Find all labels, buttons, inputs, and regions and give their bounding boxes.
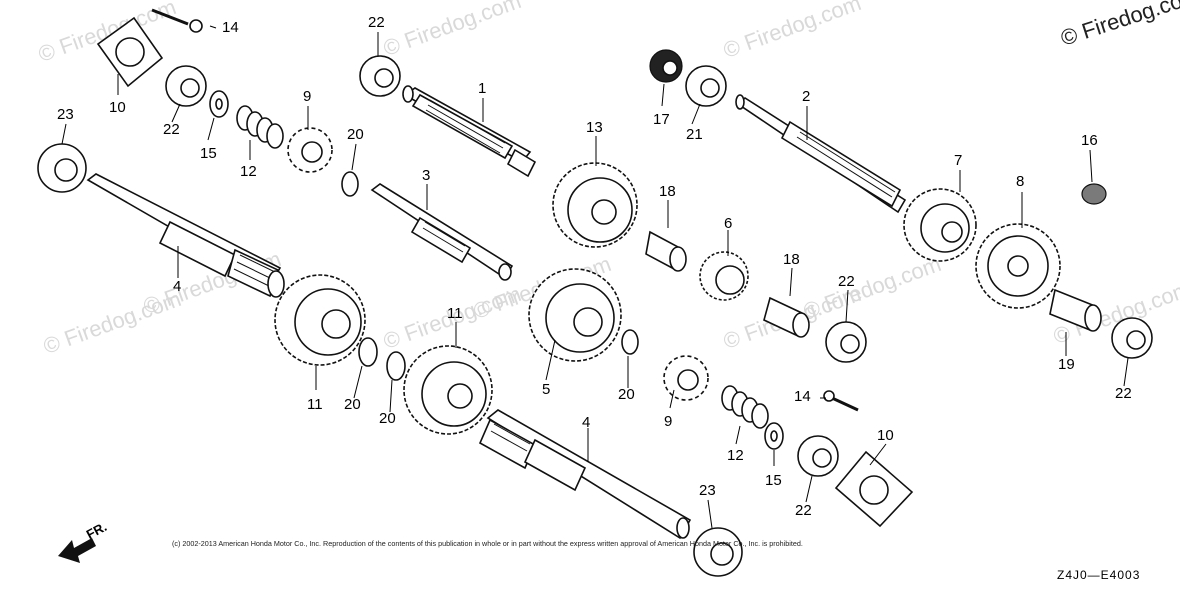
- callout-17: 17: [653, 111, 670, 128]
- bearing-part-21: [685, 65, 727, 107]
- collar-part-18-top: [645, 230, 687, 272]
- callout-18: 18: [659, 183, 676, 200]
- callout-21: 21: [686, 126, 703, 143]
- callout-1: 1: [478, 80, 487, 97]
- shaft-part-3: [370, 183, 514, 281]
- gear-part-6: [699, 251, 749, 301]
- bearing-part-17: [649, 49, 683, 83]
- shaft-part-2: [735, 94, 907, 214]
- callout-23: 23: [57, 106, 74, 123]
- callout-2: 2: [802, 88, 811, 105]
- circlip-part-20: [341, 171, 639, 381]
- callout-9: 9: [303, 88, 312, 105]
- callout-15: 15: [765, 472, 782, 489]
- callout-19: 19: [1058, 356, 1075, 373]
- callout-5: 5: [542, 381, 551, 398]
- callout-12: 12: [727, 447, 744, 464]
- shaft-part-4-left: [86, 173, 285, 298]
- callout-14: 14: [794, 388, 811, 405]
- callout-10: 10: [877, 427, 894, 444]
- gear-part-11-left: [274, 274, 366, 366]
- bushing-part-16: [1081, 183, 1107, 205]
- diagram-code: Z4J0—E4003: [1057, 568, 1141, 582]
- leader-lines: [61, 25, 1129, 529]
- callout-4: 4: [173, 278, 182, 295]
- clutch-part-9-top: [287, 127, 333, 173]
- gear-part-13: [552, 162, 638, 248]
- spring-part-12-left: [236, 105, 284, 149]
- washer-part-15-top: [209, 90, 229, 118]
- shaft-part-4-bottom: [478, 409, 692, 540]
- callout-22: 22: [1115, 385, 1132, 402]
- callout-13: 13: [586, 119, 603, 136]
- callout-11: 11: [447, 305, 463, 322]
- bearing-part-22-bottom: [797, 435, 839, 477]
- callout-22: 22: [795, 502, 812, 519]
- callout-14: 14: [222, 19, 239, 36]
- callout-22: 22: [368, 14, 385, 31]
- washer-part-15-bottom: [764, 422, 784, 450]
- bearing-part-23-bottom: [693, 527, 743, 577]
- callout-20: 20: [379, 410, 396, 427]
- callout-20: 20: [344, 396, 361, 413]
- shaft-part-1: [402, 85, 537, 178]
- housing-part-10-top: [96, 16, 164, 88]
- callout-22: 22: [838, 273, 855, 290]
- gear-part-5: [528, 268, 622, 362]
- callout-4: 4: [582, 414, 591, 431]
- callout-11: 11: [307, 396, 323, 413]
- callout-6: 6: [724, 215, 733, 232]
- callout-22: 22: [163, 121, 180, 138]
- callout-20: 20: [347, 126, 364, 143]
- bolt-part-14-top: [151, 8, 203, 33]
- spring-part-12-bottom: [721, 385, 769, 429]
- gear-part-8: [975, 223, 1061, 309]
- bearing-part-22-mid: [825, 321, 867, 363]
- callout-7: 7: [954, 152, 963, 169]
- bearing-part-22-top: [359, 55, 401, 97]
- callout-16: 16: [1081, 132, 1098, 149]
- copyright-notice: (c) 2002-2013 American Honda Motor Co., …: [172, 539, 803, 548]
- callout-8: 8: [1016, 173, 1025, 190]
- clutch-part-9-bottom: [663, 355, 709, 401]
- callout-23: 23: [699, 482, 716, 499]
- gear-part-7: [903, 188, 977, 262]
- callout-12: 12: [240, 163, 257, 180]
- direction-arrow-icon: [58, 538, 96, 563]
- bolt-part-14-bottom: [823, 390, 859, 412]
- callout-10: 10: [109, 99, 126, 116]
- bearing-part-22-left: [165, 65, 207, 107]
- gear-part-11-center: [403, 345, 493, 435]
- callout-9: 9: [664, 413, 673, 430]
- housing-part-10-bottom: [834, 450, 914, 528]
- callout-18: 18: [783, 251, 800, 268]
- bearing-part-22-right: [1111, 317, 1153, 359]
- bearing-part-23-left: [37, 143, 87, 193]
- collar-part-19: [1049, 288, 1102, 332]
- callout-20: 20: [618, 386, 635, 403]
- callout-3: 3: [422, 167, 431, 184]
- collar-part-18-mid: [763, 296, 810, 338]
- callout-15: 15: [200, 145, 217, 162]
